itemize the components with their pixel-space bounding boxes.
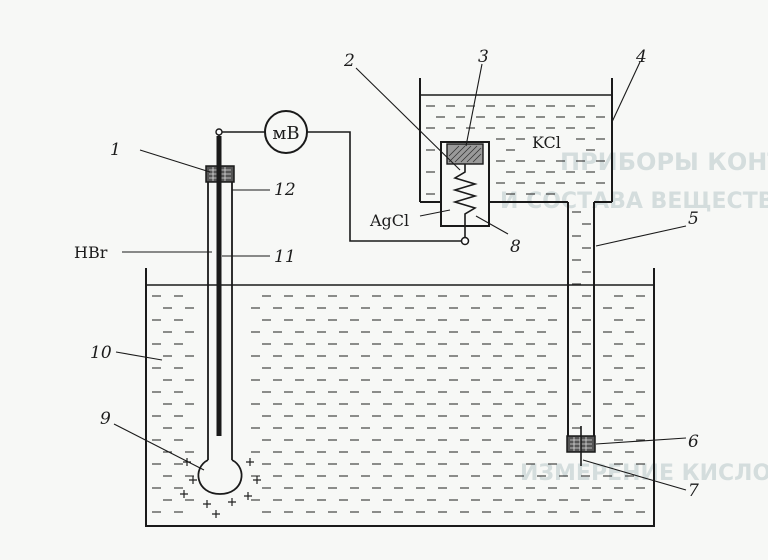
label-5: 5 (688, 209, 699, 229)
salt-bridge-hatching (572, 211, 591, 429)
electrode-terminal (460, 236, 470, 246)
label-9: 9 (100, 409, 111, 429)
salt-bridge-tube (567, 202, 595, 440)
main-vessel (145, 268, 655, 527)
label-3: 3 (478, 47, 489, 67)
cap-hatching (448, 145, 482, 163)
label-hbr: HBr (74, 243, 108, 262)
bulb-plus-signs (180, 458, 261, 518)
glass-electrode (197, 180, 243, 495)
label-10: 10 (90, 343, 112, 363)
label-agcl: AgCl (369, 211, 409, 230)
label-6: 6 (688, 432, 699, 452)
circuit-wires (218, 131, 461, 242)
millivoltmeter (264, 110, 308, 154)
label-1: 1 (110, 140, 121, 160)
cap-seal (446, 143, 484, 165)
kcl-solution-hatching (426, 105, 605, 195)
label-8: 8 (510, 237, 521, 257)
bleed-text-line3: ИЗМЕРЕНИЕ КИСЛОТНОСТИ (520, 461, 768, 486)
bleed-through-layer: ПРИБОРЫ КОНТРОЛЯ КАЧЕСТВА И СОСТАВА ВЕЩЕ… (500, 148, 768, 486)
silver-coil (452, 164, 478, 238)
bleed-text-line1: ПРИБОРЫ КОНТРОЛЯ КАЧЕСТВА (560, 148, 768, 176)
label-4: 4 (635, 47, 647, 67)
label-12: 12 (274, 180, 296, 200)
label-kcl: KCl (532, 133, 561, 152)
kcl-reservoir (419, 78, 613, 203)
label-2: 2 (343, 51, 355, 71)
leader-lines (113, 61, 687, 491)
label-11: 11 (274, 247, 296, 267)
wire-terminal (215, 128, 223, 136)
millivoltmeter-label: мВ (272, 123, 299, 144)
label-7: 7 (688, 481, 699, 501)
